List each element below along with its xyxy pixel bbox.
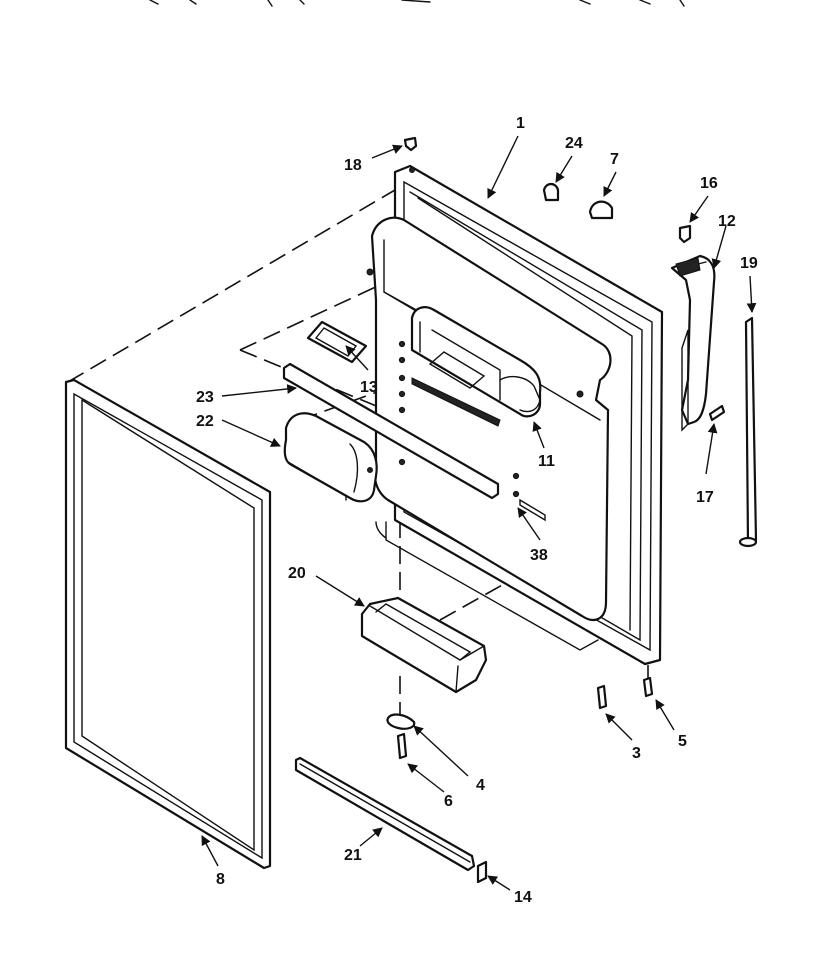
part-12-handle [670,254,716,432]
part-24-plug [542,182,560,202]
callout-24: 24 [565,135,583,152]
part-4-washer [386,713,416,730]
part-13-label-plate [306,320,368,364]
part-17-screw [708,404,726,422]
callout-6: 6 [444,793,453,810]
callout-23: 23 [196,389,214,406]
callout-16: 16 [700,175,718,192]
part-22-dairy-door [283,412,378,503]
callout-labels: 18 1 24 7 16 12 19 13 23 22 11 38 17 20 … [196,115,758,906]
part-3-screw [596,684,608,710]
callout-17: 17 [696,489,714,506]
part-19-trim-strip [738,316,758,548]
part-21-bottom-trim [294,756,476,872]
callout-7: 7 [610,151,619,168]
part-16-screw [678,224,692,244]
part-14-clip [476,860,488,884]
door-gasket [64,378,272,870]
callout-18: 18 [344,157,362,174]
cropped-header-fragment [149,0,685,7]
callout-13: 13 [360,379,378,396]
callout-19: 19 [740,255,758,272]
leader-lines [201,135,757,891]
callout-1: 1 [516,115,525,132]
callout-5: 5 [678,733,687,750]
callout-22: 22 [196,413,214,430]
part-7-cap [588,200,614,220]
part-5-screw [642,676,654,698]
callout-12: 12 [718,213,736,230]
callout-14: 14 [514,889,532,906]
part-11-dairy-compartment [499,375,541,413]
callout-11: 11 [538,453,555,470]
callout-38: 38 [530,547,548,564]
hardware-parts [386,136,726,760]
callout-8: 8 [216,871,225,888]
part-20-door-bin [360,596,488,694]
part-18-screw [403,136,418,152]
inner-door-panel [366,164,664,666]
callout-20: 20 [288,565,306,582]
callout-3: 3 [632,745,641,762]
part-6-screw [396,732,408,760]
callout-4: 4 [476,777,485,794]
callout-21: 21 [344,847,362,864]
part-23-door-bar [282,362,500,500]
